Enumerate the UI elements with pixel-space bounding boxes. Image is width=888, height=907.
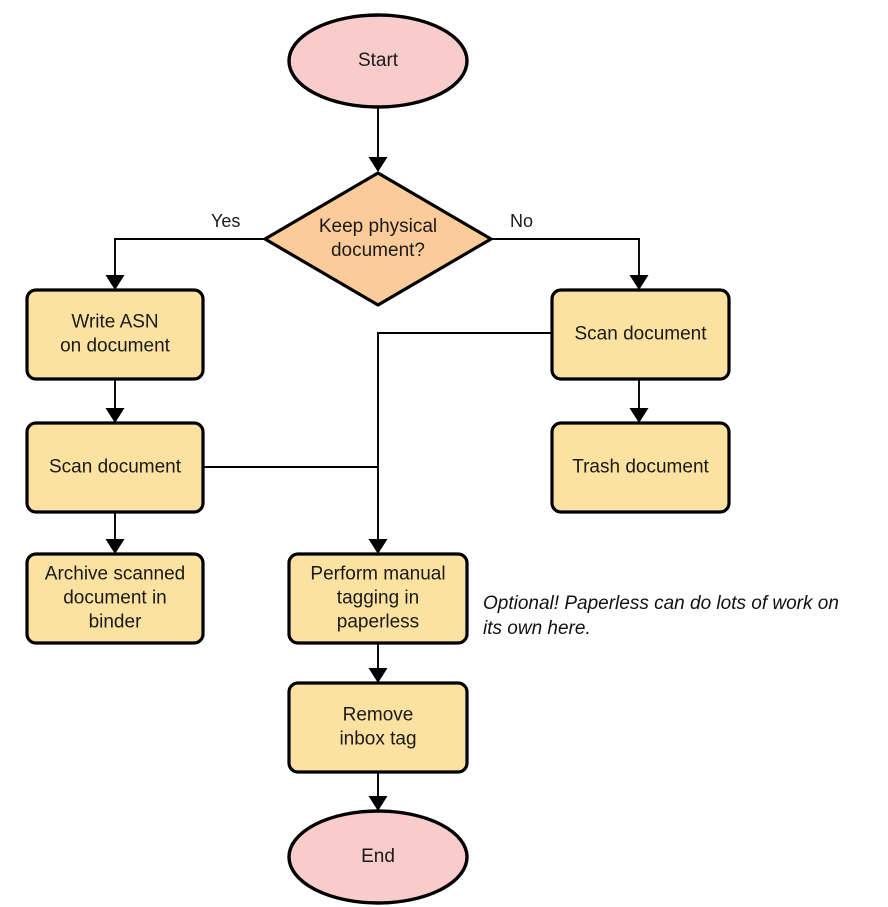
process-shape[interactable]	[550, 421, 731, 514]
edge-manual-tagging-to-remove-inbox	[368, 643, 388, 683]
arrowhead-icon	[629, 275, 649, 290]
edge-scan-left-to-archive	[105, 512, 125, 554]
terminator-shape[interactable]	[287, 809, 469, 905]
edge-line	[114, 238, 265, 286]
edge-scan-right-to-trash	[629, 379, 649, 423]
process-shape[interactable]	[25, 421, 205, 514]
process-shape[interactable]	[550, 288, 731, 381]
arrowhead-icon	[368, 668, 388, 683]
arrowhead-icon	[368, 539, 388, 554]
decision-shape[interactable]	[263, 171, 493, 307]
node-start[interactable]: Start	[287, 13, 469, 109]
process-shape[interactable]	[25, 288, 205, 381]
edge-start-to-decision	[368, 107, 388, 172]
edge-label-decision-yes-to-write-asn: Yes	[211, 211, 240, 231]
node-trash-document[interactable]: Trash document	[550, 421, 731, 514]
edge-decision-yes-to-write-asn: Yes	[105, 211, 265, 290]
edge-label-decision-no-to-scan-right: No	[510, 211, 533, 231]
node-label: Start	[358, 50, 399, 71]
edge-remove-inbox-to-end	[368, 772, 388, 811]
edge-write-asn-to-scan-left	[105, 379, 125, 423]
annotation-optional-note: Optional! Paperless can do lots of work …	[483, 593, 839, 639]
node-scan-document-left[interactable]: Scan document	[25, 421, 205, 514]
arrowhead-icon	[368, 796, 388, 811]
process-shape[interactable]	[287, 681, 469, 774]
edge-line	[377, 332, 552, 550]
process-shape[interactable]	[287, 552, 469, 645]
edges-layer: Yes No	[105, 107, 649, 811]
arrowhead-icon	[105, 408, 125, 423]
edge-decision-no-to-scan-right: No	[492, 211, 649, 290]
arrowhead-icon	[105, 539, 125, 554]
node-scan-document-right[interactable]: Scan document	[550, 288, 731, 381]
edge-line	[492, 238, 640, 286]
node-label: Scan document	[574, 324, 707, 345]
node-label: Scan document	[49, 457, 182, 478]
annotations-layer: Optional! Paperless can do lots of work …	[483, 593, 839, 639]
process-shape[interactable]	[25, 552, 205, 645]
node-label: End	[361, 846, 395, 867]
arrowhead-icon	[368, 157, 388, 172]
edge-scan-right-to-manual-tagging	[368, 332, 552, 554]
arrowhead-icon	[629, 408, 649, 423]
terminator-shape[interactable]	[287, 13, 469, 109]
arrowhead-icon	[105, 275, 125, 290]
node-label: Trash document	[572, 457, 709, 478]
node-end[interactable]: End	[287, 809, 469, 905]
